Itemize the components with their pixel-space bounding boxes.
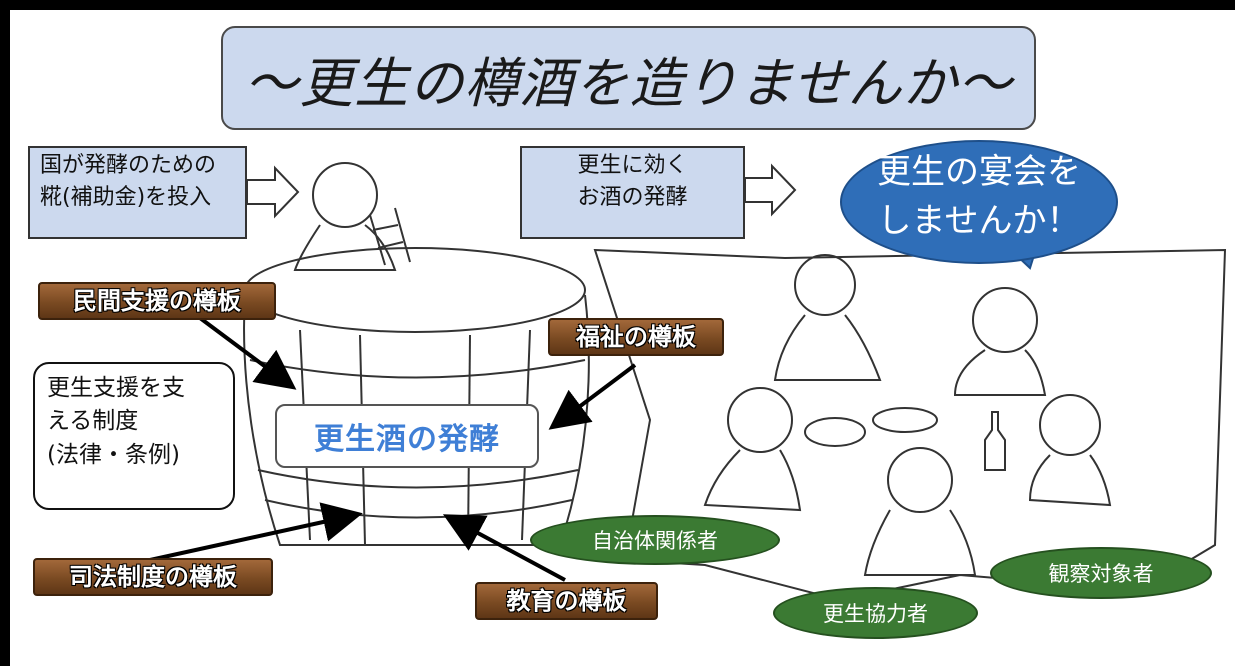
sake-bottle xyxy=(984,411,1006,471)
subsidy-line-1: 国が発酵のための xyxy=(40,153,217,178)
subsidy-box: 国が発酵のための 糀(補助金)を投入 xyxy=(28,146,247,239)
bubble-line-2: しませんか！ xyxy=(877,201,1081,242)
barrel-rim xyxy=(244,247,586,333)
label-municipal: 自治体関係者 xyxy=(530,515,780,565)
fermentation-label: 更生酒の発酵 xyxy=(275,404,539,468)
person-right-head xyxy=(1039,394,1101,456)
arrow-subsidy xyxy=(246,165,300,219)
arrow-effect xyxy=(744,163,797,217)
plank-welfare: 福祉の樽板 xyxy=(548,318,724,356)
worker-head xyxy=(312,162,378,228)
effect-line-2: お酒の発酵 xyxy=(577,184,688,210)
person-elder-head xyxy=(972,287,1038,353)
plank-private: 民間支援の樽板 xyxy=(38,282,276,320)
barrel-hoop-3 xyxy=(264,499,573,519)
label-observed: 観察対象者 xyxy=(990,547,1212,599)
food-plate xyxy=(872,407,938,433)
person-right-body xyxy=(1028,454,1112,507)
callout-line-2: える制度 xyxy=(47,408,139,435)
callout-line-3: (法律・条例) xyxy=(47,441,180,468)
callout-line-1: 更生支援を支 xyxy=(47,375,185,401)
person-man-body xyxy=(703,449,802,512)
arrow-education xyxy=(442,514,566,582)
person-back-body xyxy=(863,509,977,576)
ladder xyxy=(369,207,411,266)
person-woman-head xyxy=(794,254,856,316)
effect-box: 更生に効く お酒の発酵 xyxy=(520,146,745,239)
barrel-hoop-1 xyxy=(249,359,586,379)
barrel-body xyxy=(243,294,590,546)
subsidy-line-2: 糀(補助金)を投入 xyxy=(40,184,212,210)
person-man-head xyxy=(727,387,793,453)
label-volunteer: 更生協力者 xyxy=(773,587,978,639)
support-system-callout: 更生支援を支 える制度 (法律・条例) xyxy=(33,362,235,510)
effect-line-1: 更生に効く xyxy=(577,153,688,178)
bubble-line-1: 更生の宴会を xyxy=(877,152,1081,192)
barrel-hoop-2 xyxy=(257,469,579,489)
arrow-private xyxy=(198,316,297,390)
person-back-head xyxy=(887,447,953,513)
food-bowl xyxy=(804,417,866,447)
slide-title: ～更生の樽酒を造りませんか～ xyxy=(221,26,1036,130)
banquet-bubble: 更生の宴会を しませんか！ xyxy=(840,140,1118,264)
plank-education: 教育の樽板 xyxy=(475,582,658,620)
arrow-welfare xyxy=(548,363,637,430)
plank-judicial: 司法制度の樽板 xyxy=(33,558,273,596)
arrow-judicial xyxy=(149,502,363,562)
person-elder-body xyxy=(953,349,1047,396)
person-woman-body xyxy=(773,314,882,381)
